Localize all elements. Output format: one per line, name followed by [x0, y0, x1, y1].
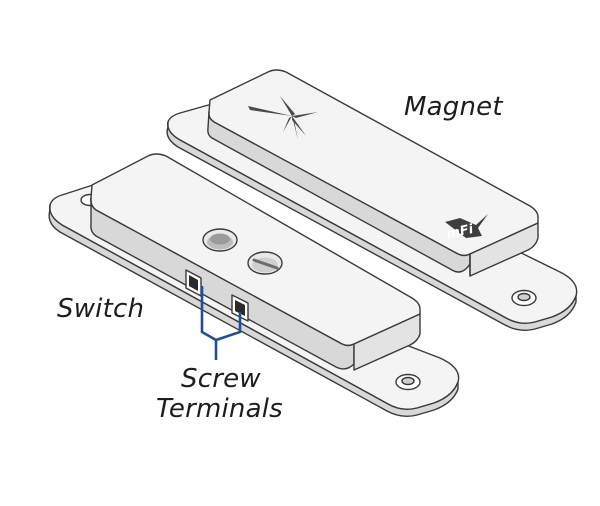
screw-terminals-label-line1: Screw — [181, 364, 261, 394]
screw-terminal-right — [231, 294, 249, 322]
switch-body — [90, 153, 421, 371]
screw-2 — [247, 251, 283, 275]
switch-label: Switch — [57, 294, 145, 324]
svg-text:mFi: mFi — [445, 222, 475, 242]
screw-terminals-label-line2: Terminals — [156, 394, 283, 424]
screw-1 — [202, 228, 238, 252]
switch-unit — [48, 153, 460, 418]
mfi-logo: mFi — [445, 214, 488, 242]
magnet-label: Magnet — [404, 92, 503, 122]
ubiquiti-logo-icon — [248, 96, 318, 140]
screw-terminals-leader — [200, 286, 242, 360]
magnet-unit: mFi — [166, 69, 578, 332]
magnet-body — [207, 69, 539, 277]
